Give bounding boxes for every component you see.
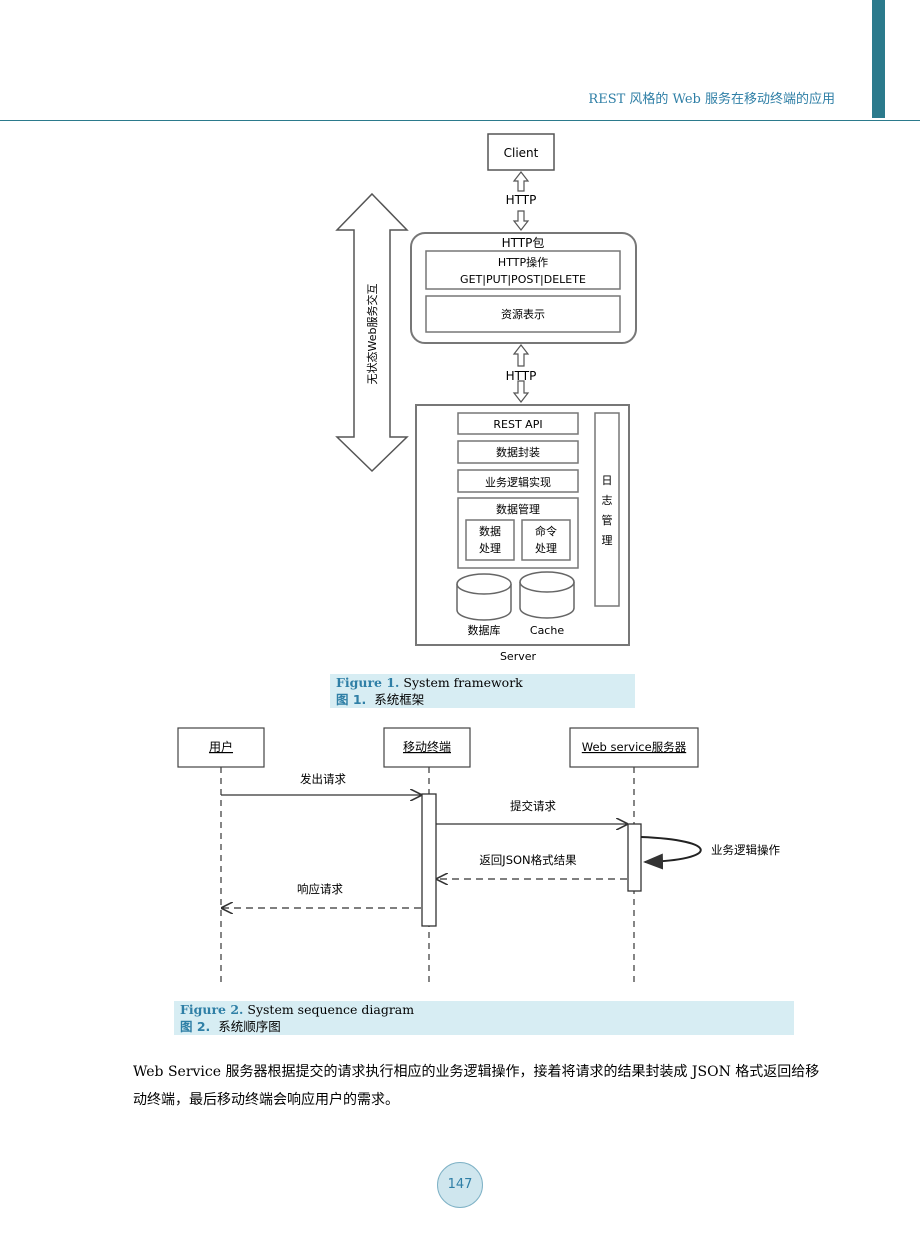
message-respond-label: 响应请求 xyxy=(297,882,343,896)
caption-label: Figure 1. xyxy=(336,675,400,690)
actor-mobile-label: 移动终端 xyxy=(403,739,451,754)
stateless-label: 无状态Web服务交互 xyxy=(365,284,379,385)
logic-box xyxy=(457,469,579,493)
actor-mobile-box xyxy=(383,727,471,768)
figure-2-sequence-diagram: 用户 移动终端 Web service服务器 发出请求 提交请求 业务逻辑操作 … xyxy=(177,727,780,982)
encapsulation-label: 数据封装 xyxy=(496,445,540,459)
log-label-char: 管 xyxy=(602,513,613,527)
caption-label: Figure 2. xyxy=(180,1002,244,1017)
rest-api-label: REST API xyxy=(493,418,542,431)
caption-text-zh: 系统顺序图 xyxy=(218,1019,281,1034)
caption-label-zh: 图 2. xyxy=(180,1019,211,1034)
http-label-mid: HTTP xyxy=(506,369,537,383)
page-number: 147 xyxy=(437,1162,483,1208)
server-label: Server xyxy=(500,650,537,663)
cache-cylinder-icon xyxy=(519,571,575,619)
actor-server-label: Web service服务器 xyxy=(582,740,687,754)
caption-text-zh: 系统框架 xyxy=(374,692,425,707)
database-label: 数据库 xyxy=(468,623,501,637)
actor-user-box xyxy=(177,727,265,768)
data-processing-label-2: 处理 xyxy=(479,542,501,555)
arrow-up-icon xyxy=(512,344,530,367)
header-accent-bar xyxy=(872,0,885,118)
actor-user-label: 用户 xyxy=(209,739,233,754)
http-methods-label: GET|PUT|POST|DELETE xyxy=(460,273,586,286)
activation-server xyxy=(627,823,642,892)
http-operation-box xyxy=(425,250,621,290)
command-processing-label-2: 处理 xyxy=(535,542,557,555)
http-operation-label: HTTP操作 xyxy=(498,255,548,269)
resource-label: 资源表示 xyxy=(501,307,545,321)
caption-text: System sequence diagram xyxy=(247,1002,415,1017)
data-management-label: 数据管理 xyxy=(496,502,540,516)
cache-label: Cache xyxy=(530,624,564,637)
double-arrow-icon xyxy=(335,192,409,473)
resource-box xyxy=(425,295,621,333)
client-label: Client xyxy=(504,146,539,160)
data-processing-box xyxy=(465,519,515,561)
arrow-down-icon xyxy=(512,210,530,231)
message-return-label: 返回JSON格式结果 xyxy=(479,853,577,867)
log-label-char: 日 xyxy=(602,474,613,487)
log-label-char: 理 xyxy=(602,534,613,547)
header-rule xyxy=(0,120,920,121)
figure-1-system-framework: Client HTTP HTTP包 HTTP操作 GET|PUT|POST|DE… xyxy=(335,133,637,663)
client-box xyxy=(487,133,555,171)
data-processing-label-1: 数据 xyxy=(479,524,501,538)
arrow-down-icon xyxy=(512,380,530,403)
http-label-top: HTTP xyxy=(506,193,537,207)
log-management-box xyxy=(594,412,620,607)
caption-text: System framework xyxy=(403,675,523,690)
actor-server-box xyxy=(569,727,699,768)
figure-2-caption: Figure 2. System sequence diagram 图 2. 系… xyxy=(174,1001,794,1035)
message-submit-label: 提交请求 xyxy=(510,799,556,813)
running-header: REST 风格的 Web 服务在移动终端的应用 xyxy=(588,92,835,107)
http-package-label: HTTP包 xyxy=(502,236,545,250)
activation-mobile xyxy=(421,793,437,927)
figure-1-caption: Figure 1. System framework 图 1. 系统框架 xyxy=(330,674,635,708)
arrow-up-icon xyxy=(512,171,530,192)
caption-label-zh: 图 1. xyxy=(336,692,367,707)
logic-label: 业务逻辑实现 xyxy=(485,475,551,489)
message-send-label: 发出请求 xyxy=(300,772,346,786)
log-label-char: 志 xyxy=(602,494,613,507)
self-call-arrow xyxy=(640,836,702,870)
command-processing-box xyxy=(521,519,571,561)
message-logic-label: 业务逻辑操作 xyxy=(711,843,780,857)
rest-api-box xyxy=(457,412,579,435)
database-cylinder-icon xyxy=(456,573,512,621)
encapsulation-box xyxy=(457,440,579,464)
body-paragraph: Web Service 服务器根据提交的请求执行相应的业务逻辑操作，接着将请求的… xyxy=(133,1064,820,1108)
command-processing-label-1: 命令 xyxy=(535,524,557,538)
